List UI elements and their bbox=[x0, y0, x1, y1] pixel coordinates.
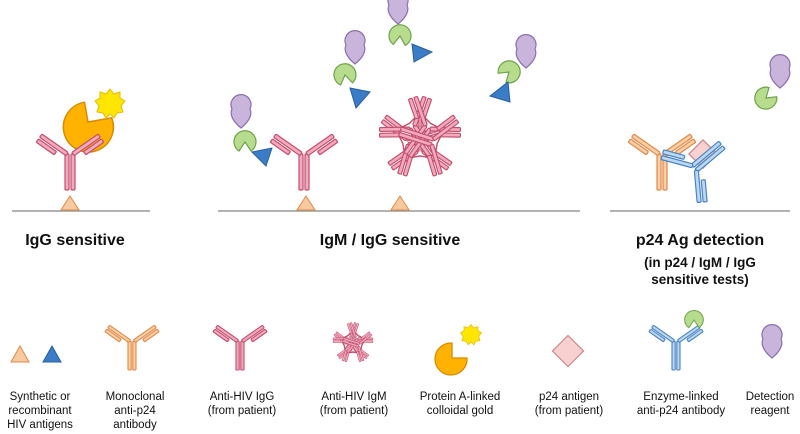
detection-reagent-icon bbox=[769, 54, 791, 89]
panel-title-p24: p24 Ag detection bbox=[635, 232, 765, 249]
panel-subtitle-p24: (in p24 / IgM / IgG sensitive tests) bbox=[600, 254, 800, 288]
green-binder-icon bbox=[387, 23, 413, 47]
antigen-triangle-icon bbox=[296, 195, 316, 211]
detection-reagent-icon bbox=[230, 94, 252, 129]
legend-line: (from patient) bbox=[319, 405, 389, 417]
legend-line: p24 antigen bbox=[538, 391, 600, 403]
blue-antigen-icon bbox=[42, 344, 62, 363]
enzyme-antibody-icon bbox=[648, 324, 704, 371]
legend-line: Detection bbox=[745, 391, 795, 403]
green-binder-icon bbox=[233, 130, 257, 152]
legend-line: anti-p24 bbox=[114, 405, 156, 417]
legend-label-igg: Anti-HIV IgG (from patient) bbox=[200, 390, 284, 418]
igm-pentamer-icon bbox=[330, 320, 376, 364]
legend-line: Anti-HIV IgM bbox=[321, 391, 387, 403]
igm-pentamer-icon bbox=[374, 92, 466, 180]
panel-p24-detection bbox=[627, 54, 791, 208]
legend-line: (from patient) bbox=[207, 405, 277, 417]
legend-label-igm: Anti-HIV IgM (from patient) bbox=[312, 390, 396, 418]
legend-label-monoclonal: Monoclonal anti-p24 antibody bbox=[95, 390, 175, 432]
panel-title-igm-igg: IgM / IgG sensitive bbox=[319, 232, 461, 249]
legend-line: antibody bbox=[113, 419, 157, 431]
legend-label-p24: p24 antigen (from patient) bbox=[526, 390, 612, 418]
antigen-triangle-icon bbox=[390, 195, 410, 211]
detection-reagent-icon bbox=[761, 324, 783, 359]
blue-antigen-icon bbox=[488, 81, 511, 103]
blue-antigen-icon bbox=[349, 87, 371, 110]
legend-icons bbox=[10, 309, 783, 376]
legend-label-antigens: Synthetic or recombinant HIV antigens bbox=[0, 390, 80, 432]
legend-label-enzyme: Enzyme-linked anti-p24 antibody bbox=[626, 390, 736, 418]
panel-igg-sensitive bbox=[35, 88, 126, 211]
antigen-triangle-icon bbox=[10, 344, 30, 363]
subtitle-line-1: (in p24 / IgM / IgG bbox=[644, 255, 756, 270]
detection-reagent-icon bbox=[387, 0, 409, 25]
green-binder-icon bbox=[331, 61, 358, 87]
blue-antigen-icon bbox=[250, 147, 273, 167]
colloidal-gold-icon bbox=[434, 342, 468, 376]
legend-line: colloidal gold bbox=[426, 405, 494, 417]
p24-antigen-icon bbox=[551, 334, 585, 368]
legend-line: reagent bbox=[750, 405, 790, 417]
detection-reagent-icon bbox=[344, 30, 366, 65]
legend-line: Synthetic or bbox=[9, 391, 71, 403]
panel-igm-igg-sensitive bbox=[230, 0, 537, 211]
green-binder-icon bbox=[684, 309, 704, 329]
legend-line: anti-p24 antibody bbox=[636, 405, 726, 417]
legend-line: Anti-HIV IgG bbox=[209, 391, 275, 403]
gold-sun-icon bbox=[459, 323, 483, 346]
subtitle-line-2: sensitive tests) bbox=[651, 272, 749, 287]
monoclonal-antibody-icon bbox=[104, 324, 160, 371]
gold-sun-icon bbox=[94, 88, 126, 119]
detection-reagent-icon bbox=[515, 34, 537, 69]
legend-line: HIV antigens bbox=[7, 419, 73, 431]
legend-line: Enzyme-linked bbox=[643, 391, 719, 403]
legend-line: recombinant bbox=[8, 405, 72, 417]
legend-line: Monoclonal bbox=[105, 391, 165, 403]
legend-line: (from patient) bbox=[534, 405, 604, 417]
antigen-triangle-icon bbox=[60, 195, 80, 211]
legend-label-gold: Protein A-linked colloidal gold bbox=[410, 390, 510, 418]
igg-antibody-icon bbox=[212, 324, 268, 371]
green-binder-icon bbox=[749, 83, 781, 115]
blue-antigen-icon bbox=[411, 43, 434, 63]
legend-line: Protein A-linked bbox=[419, 391, 501, 403]
legend-label-reagent: Detection reagent bbox=[740, 390, 800, 418]
igg-antibody-icon bbox=[269, 133, 339, 191]
panel-title-igg: IgG sensitive bbox=[25, 232, 125, 249]
